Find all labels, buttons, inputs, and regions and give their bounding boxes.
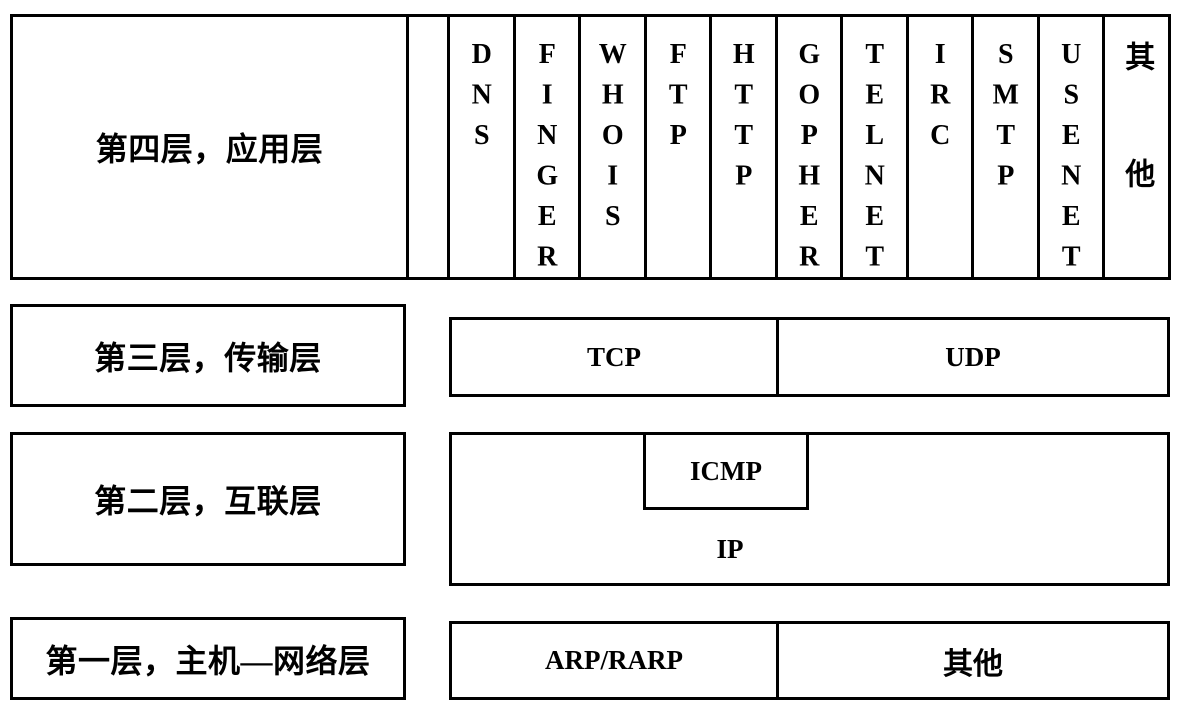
protocol-whois-cell: WHOIS xyxy=(578,17,644,277)
protocol-udp-cell: UDP xyxy=(779,320,1167,394)
protocol-ftp: FTP xyxy=(662,39,694,161)
protocol-arp-rarp: ARP/RARP xyxy=(545,645,683,675)
protocol-other-link-cell: 其他 xyxy=(779,624,1167,697)
protocol-ip-box: ICMP IP xyxy=(449,432,1170,586)
link-protocols-box: ARP/RARP 其他 xyxy=(449,621,1170,700)
protocol-icmp-box: ICMP xyxy=(643,432,809,510)
protocol-ftp-cell: FTP xyxy=(643,17,710,277)
protocol-telnet: TELNET xyxy=(859,39,891,282)
protocol-http: HTTP xyxy=(728,39,760,201)
transport-protocols-box: TCP UDP xyxy=(449,317,1170,397)
protocol-dns-cell: DNS xyxy=(447,17,513,277)
protocol-dns: DNS xyxy=(466,39,498,161)
protocol-tcp-cell: TCP xyxy=(452,320,779,394)
application-layer-label-cell: 第四层，应用层 xyxy=(13,17,406,277)
protocol-usenet-cell: USENET xyxy=(1036,17,1103,282)
transport-layer-label-box: 第三层，传输层 xyxy=(10,304,406,407)
transport-layer-label: 第三层，传输层 xyxy=(94,339,322,376)
protocol-smtp-cell: SMTP xyxy=(971,17,1037,277)
link-layer-label-box: 第一层，主机—网络层 xyxy=(10,617,406,700)
protocol-ip: IP xyxy=(716,534,744,564)
application-empty-cell xyxy=(406,17,447,277)
internet-layer-label-box: 第二层，互联层 xyxy=(10,432,406,566)
protocol-other-app: 其他 xyxy=(1120,41,1154,275)
protocol-other-app-cell: 其他 xyxy=(1102,17,1168,277)
protocol-usenet: USENET xyxy=(1055,39,1087,282)
protocol-other-link: 其他 xyxy=(943,647,1003,681)
link-layer-label: 第一层，主机—网络层 xyxy=(45,642,371,679)
application-layer-box: 第四层，应用层 DNS FINGER WHOIS FTP HTTP GOPHER… xyxy=(10,14,1171,282)
protocol-gopher: GOPHER xyxy=(793,39,825,282)
protocol-smtp: SMTP xyxy=(990,39,1022,201)
protocol-irc-cell: IRC xyxy=(905,17,972,277)
protocol-irc: IRC xyxy=(924,39,956,161)
protocol-icmp: ICMP xyxy=(690,455,762,486)
protocol-whois: WHOIS xyxy=(597,39,629,242)
protocol-finger-cell: FINGER xyxy=(512,17,579,282)
protocol-tcp: TCP xyxy=(587,341,641,372)
protocol-gopher-cell: GOPHER xyxy=(774,17,841,282)
internet-layer-label: 第二层，互联层 xyxy=(94,483,322,519)
application-layer-label: 第四层，应用层 xyxy=(95,131,324,167)
protocol-http-cell: HTTP xyxy=(709,17,775,277)
protocol-udp: UDP xyxy=(945,341,1001,372)
protocol-finger: FINGER xyxy=(531,39,563,282)
protocol-telnet-cell: TELNET xyxy=(840,17,906,282)
protocol-arp-rarp-cell: ARP/RARP xyxy=(452,624,779,697)
